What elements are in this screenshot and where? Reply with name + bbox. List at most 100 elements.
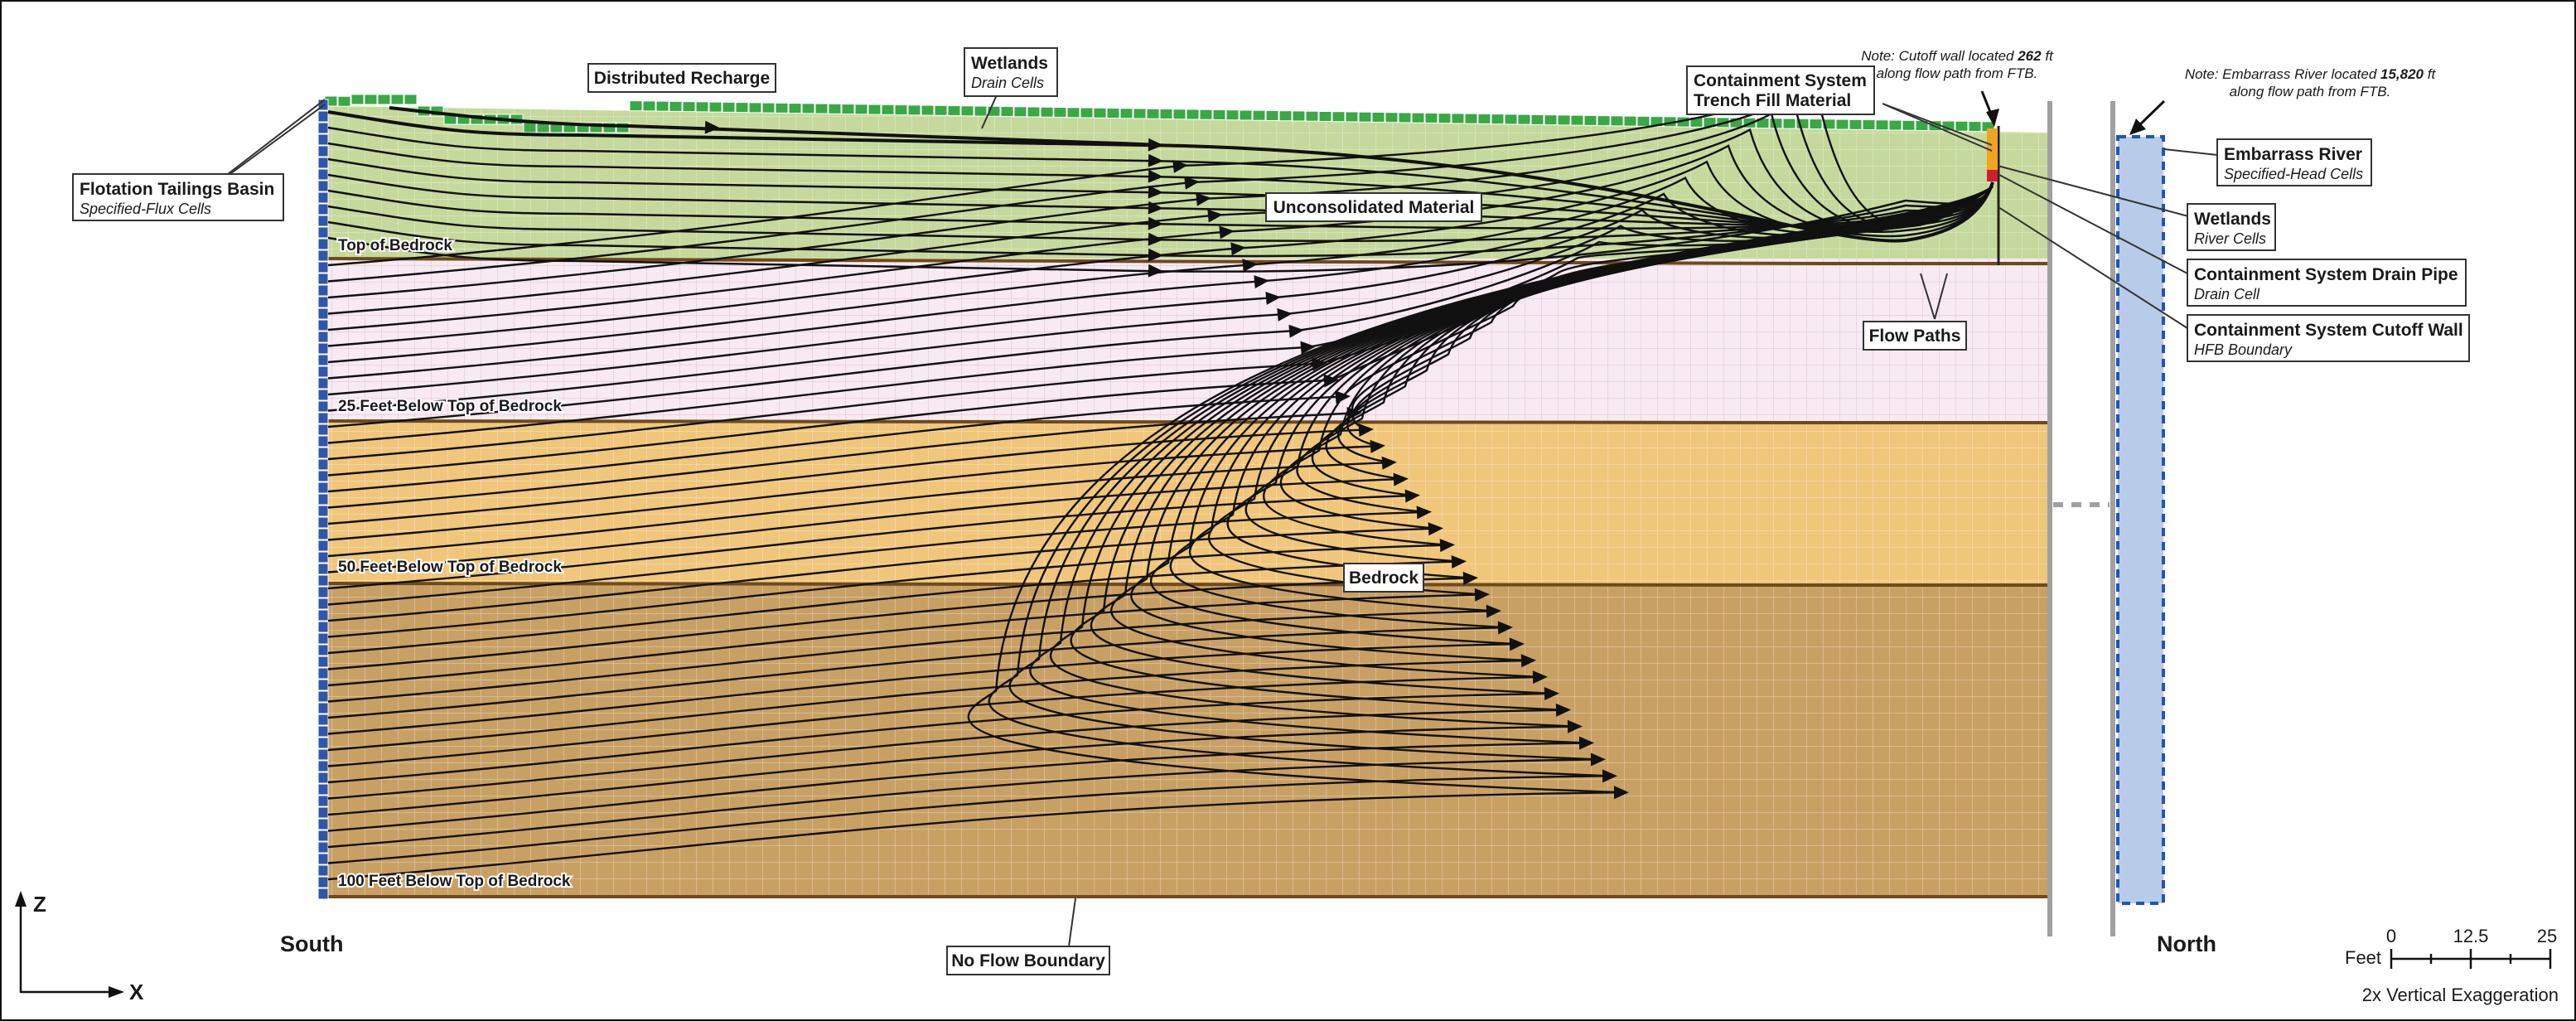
recharge-cell [801,103,815,114]
scale-tick-label: 0 [2386,926,2396,946]
ftb-sub: Specified-Flux Cells [80,201,211,217]
ftb-cell [317,841,329,854]
recharge-cells [324,94,1995,133]
ftb-cell [317,435,329,448]
recharge-cell [1239,109,1253,121]
recharge-cell [761,102,776,114]
ftb-cell [317,505,329,517]
ftb-cell [317,574,329,587]
ftb-cell [317,621,329,633]
vertical-exaggeration-label: 2x Vertical Exaggeration [2362,985,2559,1005]
ftb-cell [317,470,329,482]
flow-path-line [327,181,1994,273]
recharge-cell [695,101,709,113]
note-cutoff-line1: Note: Cutoff wall located 262 ft [1861,48,2054,64]
ftb-cell [317,563,329,575]
flow-paths-group [327,91,1994,881]
distributed-recharge-label: Distributed Recharge [594,69,770,88]
recharge-cell [1464,113,1478,124]
ftb-cell [317,238,329,250]
recharge-cell [1371,111,1385,123]
drain-pipe-cell [1987,170,1998,181]
flow-arrow-icon [1254,275,1269,289]
recharge-cell [1610,115,1624,127]
recharge-cell [1385,112,1399,123]
recharge-cell [1583,114,1597,126]
flow-arrow-icon [1474,588,1490,602]
recharge-cell [921,104,935,116]
recharge-cell [1265,109,1279,121]
recharge-cell [1146,108,1160,119]
distributed-recharge-callout: Distributed Recharge [587,63,776,93]
ftb-cell [317,377,329,390]
ftb-cell [317,714,329,726]
recharge-cell [1968,121,1982,133]
bedrock-50ft-label: 50 Feet Below Top of Bedrock [338,559,562,576]
ftb-cell [317,249,329,262]
recharge-cell [1080,107,1094,119]
recharge-cell [735,102,749,114]
wetlands-river-sub: River Cells [2194,230,2266,247]
recharge-cell [523,122,537,133]
recharge-cell [1597,115,1611,127]
flow-path-line [327,91,1994,267]
flow-arrow-icon [1509,637,1525,651]
ftb-cell [317,481,329,494]
recharge-cell [841,104,855,115]
flow-arrow-icon [1148,169,1163,183]
ftb-cell [317,830,329,842]
scale-unit-label: Feet [2345,947,2381,968]
bedrock-50ft-line [324,582,2048,587]
flow-paths-label: Flow Paths [1869,327,1961,346]
flow-arrow-icon [1416,506,1432,520]
flow-arrow-icon [1613,786,1629,800]
flow-arrow-icon [1428,522,1443,536]
trench-fill-cell [1987,128,1998,177]
recharge-cell [1849,119,1863,130]
ftb-cell [317,261,329,273]
top-of-bedrock-line [324,257,2048,265]
recharge-cell [1477,113,1491,124]
flow-arrow-icon [1148,216,1163,230]
recharge-cell [377,94,391,105]
recharge-cell [828,103,842,114]
note-embarrass-river: Note: Embarrass River located 15,820 ft … [2185,66,2437,99]
recharge-cell [1888,119,1902,131]
recharge-cell [1557,114,1571,126]
embarrass-river-sub: Specified-Head Cells [2224,166,2363,182]
flow-arrow-icon [1497,621,1513,635]
layer-labels: Top of Bedrock 25 Feet Below Top of Bedr… [336,235,573,892]
flow-path-line [327,142,1994,234]
cutoff-wall-title: Containment System Cutoff Wall [2194,321,2463,340]
wetlands-river-callout: Wetlands River Cells [2187,203,2276,251]
ftb-cell [317,609,329,622]
drain-pipe-sub: Drain Cell [2194,286,2260,302]
recharge-cell [1186,109,1200,120]
note-river-line1: Note: Embarrass River located 15,820 ft [2185,66,2437,82]
recharge-cell [1782,118,1796,129]
ftb-cell [317,296,329,308]
recharge-cell [1570,114,1584,126]
flow-arrow-icon [1404,489,1420,503]
note-cutoff-wall: Note: Cutoff wall located 262 ft along f… [1861,48,2054,81]
recharge-cell [1000,106,1014,118]
recharge-cell [1225,109,1240,121]
recharge-cell [775,102,789,114]
flow-arrow-icon [1567,719,1583,733]
recharge-cell [1544,114,1558,126]
recharge-cell [1345,111,1359,123]
recharge-cell [1252,109,1266,121]
containment-system [1987,126,2000,265]
recharge-cell [1066,107,1080,119]
ftb-cell [317,215,329,227]
flow-arrow-icon [1590,752,1606,767]
ftb-cell [317,748,329,761]
axis-x-label: X [129,980,144,1004]
ftb-cell [317,772,329,784]
flow-path-line [389,106,1161,147]
ftb-cell [317,540,329,552]
recharge-cell [974,105,988,117]
ftb-cell [317,795,329,807]
